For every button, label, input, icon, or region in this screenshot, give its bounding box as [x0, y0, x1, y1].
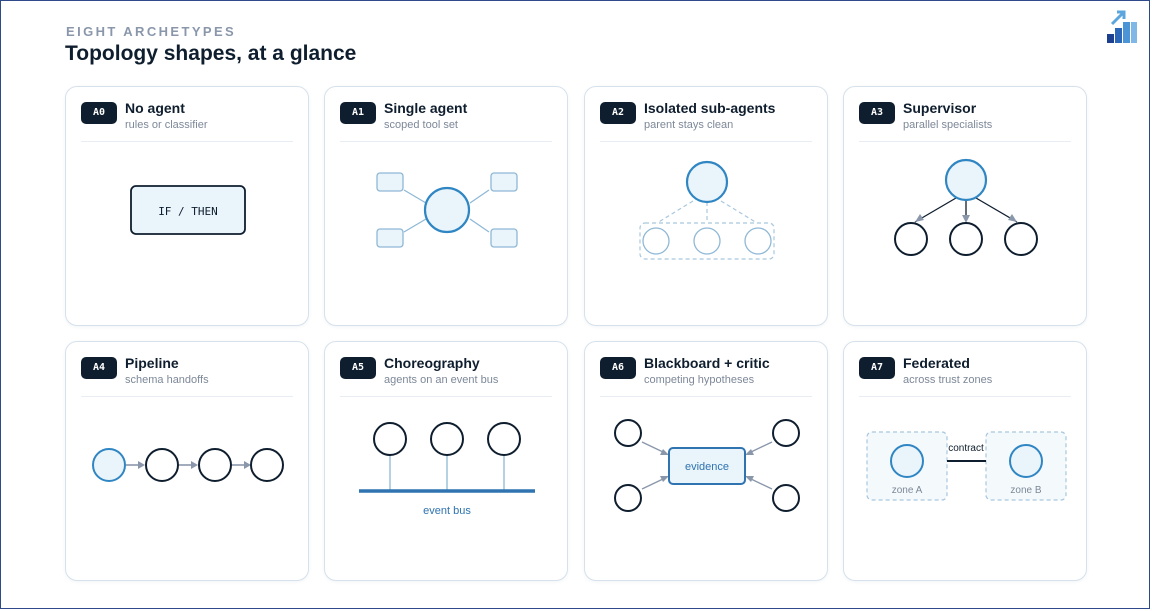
event-bus-label: event bus	[423, 505, 471, 517]
stage-node	[145, 448, 179, 482]
card-subtitle: competing hypotheses	[644, 374, 755, 386]
isolation-boundary	[639, 222, 775, 260]
single-agent-diagram	[376, 172, 518, 248]
sub-agent-node	[693, 227, 721, 255]
evidence-label: evidence	[685, 461, 729, 473]
hypothesis-node	[614, 484, 642, 512]
card-a7-federated: A7 Federated across trust zones contract…	[843, 341, 1087, 581]
card-title: Supervisor	[903, 100, 977, 116]
card-a6-blackboard-critic: A6 Blackboard + critic competing hypothe…	[584, 341, 828, 581]
hypothesis-node	[772, 419, 800, 447]
isolated-sub-agents-diagram	[639, 160, 775, 260]
stage-node	[92, 448, 126, 482]
rule-box	[130, 185, 246, 235]
card-code-badge: A2	[600, 102, 636, 124]
stage-node	[198, 448, 232, 482]
card-subtitle: rules or classifier	[125, 119, 208, 131]
card-subtitle: parent stays clean	[644, 119, 734, 131]
parent-agent-node	[685, 160, 729, 204]
card-code-badge: A5	[340, 357, 376, 379]
card-a5-choreography: A5 Choreography agents on an event bus e…	[324, 341, 568, 581]
choreography-diagram: event bus	[359, 422, 535, 517]
card-subtitle: parallel specialists	[903, 119, 993, 131]
zone-a-label: zone A	[892, 485, 923, 496]
zone-b-agent-node	[1009, 444, 1043, 478]
card-a1-single-agent: A1 Single agent scoped tool set	[324, 86, 568, 326]
card-subtitle: across trust zones	[903, 374, 993, 386]
card-title: Single agent	[384, 100, 468, 116]
card-code-badge: A3	[859, 102, 895, 124]
pipeline-diagram	[92, 448, 284, 482]
card-divider	[81, 396, 293, 397]
card-code-badge: A0	[81, 102, 117, 124]
card-subtitle: scoped tool set	[384, 119, 458, 131]
federated-diagram: contract zone A zone B	[866, 431, 1067, 501]
card-code-badge: A7	[859, 357, 895, 379]
agent-node	[423, 186, 471, 234]
specialist-node	[894, 222, 928, 256]
no-agent-diagram: IF / THEN	[130, 185, 246, 235]
card-title: Blackboard + critic	[644, 355, 770, 371]
zone-a-agent-node	[890, 444, 924, 478]
card-divider	[81, 141, 293, 142]
stairs-arrow-logo-icon	[1107, 10, 1137, 43]
eyebrow-label: EIGHT ARCHETYPES	[66, 24, 237, 39]
blackboard-critic-diagram: evidence	[614, 419, 800, 512]
card-title: Pipeline	[125, 355, 179, 371]
card-title: No agent	[125, 100, 185, 116]
zone-b-label: zone B	[1010, 485, 1041, 496]
card-a2-isolated-sub-agents: A2 Isolated sub-agents parent stays clea…	[584, 86, 828, 326]
card-title: Federated	[903, 355, 970, 371]
card-divider	[340, 396, 552, 397]
contract-label: contract	[948, 443, 984, 454]
card-divider	[340, 141, 552, 142]
card-a0-no-agent: A0 No agent rules or classifier IF / THE…	[65, 86, 309, 326]
agent-node	[373, 422, 407, 456]
agent-node	[430, 422, 464, 456]
tool-node	[376, 228, 404, 248]
sub-agent-node	[642, 227, 670, 255]
card-divider	[600, 396, 812, 397]
card-subtitle: schema handoffs	[125, 374, 209, 386]
specialist-node	[949, 222, 983, 256]
card-divider	[600, 141, 812, 142]
stage-node	[250, 448, 284, 482]
card-code-badge: A6	[600, 357, 636, 379]
hypothesis-node	[614, 419, 642, 447]
tool-node	[490, 228, 518, 248]
sub-agent-node	[744, 227, 772, 255]
card-code-badge: A1	[340, 102, 376, 124]
supervisor-diagram	[894, 158, 1038, 256]
card-divider	[859, 396, 1071, 397]
card-title: Choreography	[384, 355, 480, 371]
tool-node	[376, 172, 404, 192]
card-code-badge: A4	[81, 357, 117, 379]
tool-node	[490, 172, 518, 192]
card-divider	[859, 141, 1071, 142]
evidence-blackboard	[668, 447, 746, 485]
agent-node	[487, 422, 521, 456]
card-title: Isolated sub-agents	[644, 100, 776, 116]
card-subtitle: agents on an event bus	[384, 374, 499, 386]
specialist-node	[1004, 222, 1038, 256]
card-a3-supervisor: A3 Supervisor parallel specialists	[843, 86, 1087, 326]
rule-box-label: IF / THEN	[158, 205, 218, 218]
supervisor-node	[944, 158, 988, 202]
page-title: Topology shapes, at a glance	[65, 42, 357, 65]
card-a4-pipeline: A4 Pipeline schema handoffs	[65, 341, 309, 581]
hypothesis-node	[772, 484, 800, 512]
